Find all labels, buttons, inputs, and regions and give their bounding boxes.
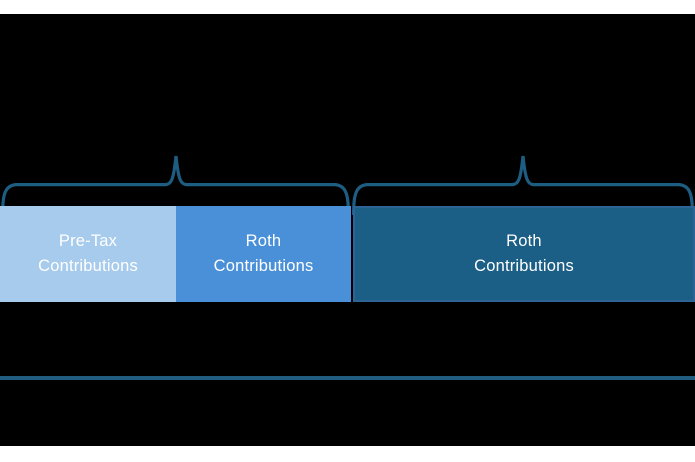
contribution-bar: Pre-Tax Contributions Roth Contributions…: [0, 206, 695, 302]
brace-right-icon: [352, 155, 694, 215]
segment-roth-left-label: Roth Contributions: [213, 232, 314, 275]
brace-left-path: [1, 155, 350, 215]
segment-pre-tax-contributions: Pre-Tax Contributions: [0, 206, 176, 302]
segment-pre-tax-label: Pre-Tax Contributions: [38, 232, 138, 275]
segment-roth-contributions-left: Roth Contributions: [176, 206, 351, 302]
figure-canvas: Pre-Tax Contributions Roth Contributions…: [0, 14, 695, 446]
brace-left-icon: [1, 155, 350, 215]
segment-roth-right-label: Roth Contributions: [474, 232, 574, 275]
brace-right-path: [352, 155, 694, 215]
horizontal-divider: [0, 376, 695, 380]
segment-roth-contributions-right: Roth Contributions: [353, 206, 695, 302]
